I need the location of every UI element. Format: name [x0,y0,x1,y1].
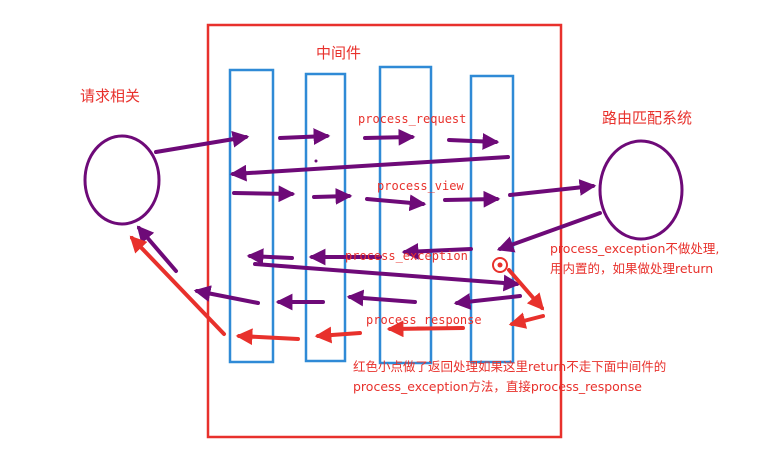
process-exception-label: process_exception [345,249,468,263]
process-view-label: process_view [377,179,464,193]
router-node [598,139,684,241]
request-node [83,134,161,226]
red-dot-note-line-1: 红色小点做了返回处理如果这里return不走下面中间件的 [353,359,667,374]
exception-note-line-2: 用内置的，如果做处理return [550,261,714,276]
request-label: 请求相关 [80,87,141,105]
red-dot-note-line-2: process_exception方法，直接process_response [353,379,642,394]
middleware-column-2 [304,72,347,363]
middleware-column-4 [469,74,515,364]
middleware-frame [206,23,563,439]
middleware-column-1 [228,68,275,364]
router-label: 路由匹配系统 [602,109,693,127]
middleware-column-3 [378,65,433,365]
small-purple-dot [314,159,318,163]
red-return-dot [492,257,508,273]
process-request-label: process_request [358,112,467,126]
middleware-title: 中间件 [316,44,362,62]
exception-note-line-1: process_exception不做处理, [550,241,720,256]
flow-arrows [129,128,602,346]
process-response-label: process_response [366,313,482,327]
